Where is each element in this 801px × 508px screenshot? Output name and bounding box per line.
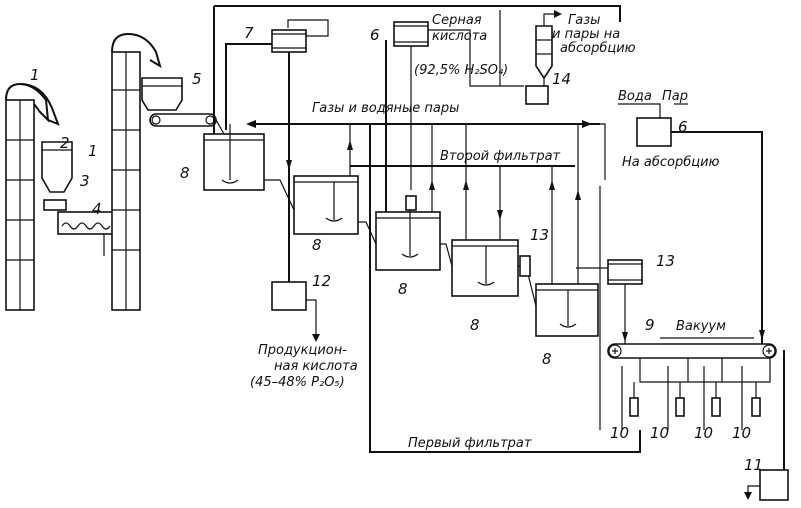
label-num-12: 12: [312, 272, 331, 290]
label-num-10c: 10: [694, 424, 713, 442]
label-num-2: 2: [60, 134, 70, 152]
reactor-8-c: [375, 124, 441, 271]
belt-filter-9: [607, 337, 777, 383]
label-num-8a: 8: [180, 164, 190, 182]
flow-arrows: [246, 120, 765, 342]
label-num-1a: 1: [30, 66, 40, 84]
hopper-5: [141, 77, 183, 111]
first-filtrate-line: [369, 124, 641, 453]
label-gases-abs-2: и пары на: [552, 27, 620, 42]
reactor-8-d: [451, 124, 519, 297]
label-water: Вода: [618, 89, 652, 104]
label-num-1b: 1: [88, 142, 98, 160]
reactor-8-a: [203, 124, 265, 191]
label-num-8e: 8: [542, 350, 552, 368]
hopper-2: [41, 141, 73, 193]
receivers-10: [621, 366, 761, 430]
feeder-3: [43, 199, 67, 211]
mixer-4: [57, 211, 115, 256]
label-product-3: (45–48% P₂O₅): [250, 375, 345, 390]
label-num-6b: 6: [678, 118, 688, 136]
label-num-9: 9: [645, 316, 655, 334]
label-num-5: 5: [192, 70, 202, 88]
label-first-filtrate: Первый фильтрат: [408, 436, 532, 451]
label-vacuum: Вакуум: [676, 319, 726, 334]
label-sulfuric-3: (92,5% H₂SO₄): [414, 63, 508, 78]
label-num-10a: 10: [610, 424, 629, 442]
label-product-1: Продукцион-: [258, 343, 347, 358]
label-sulfuric-2: кислота: [432, 29, 487, 44]
diagram-labels: 1 1 2 3 4 5 6 6 7 8 8 8 8 8 9 10 10 10 1…: [30, 13, 763, 474]
reactor-8-b: [293, 124, 359, 235]
label-num-11: 11: [744, 456, 763, 474]
bucket-elevator-right: [111, 32, 162, 311]
label-num-4: 4: [92, 200, 102, 218]
top-pipes: [213, 5, 621, 260]
label-num-8b: 8: [312, 236, 322, 254]
label-to-absorption: На абсорбцию: [622, 155, 720, 170]
bucket-elevator-left: [5, 82, 60, 311]
label-num-13b: 13: [656, 252, 675, 270]
tank-11: [744, 350, 789, 501]
scrubber-14: [525, 10, 562, 105]
label-num-8c: 8: [398, 280, 408, 298]
label-num-14: 14: [552, 70, 571, 88]
label-sulfuric-1: Серная: [432, 13, 482, 28]
tank-7: [271, 29, 307, 282]
belt-conveyor: [149, 113, 225, 135]
tank-12: [271, 281, 320, 342]
label-num-10d: 10: [732, 424, 751, 442]
label-gases-vapors: Газы и водяные пары: [312, 101, 459, 116]
tank-6-sulfuric: [393, 21, 429, 190]
separator-13-b: [576, 259, 643, 346]
label-gases-abs-1: Газы: [568, 13, 600, 28]
label-steam: Пар: [662, 89, 688, 104]
label-product-2: ная кислота: [274, 359, 358, 374]
label-num-10b: 10: [650, 424, 669, 442]
label-num-8d: 8: [470, 316, 480, 334]
separator-13-a: [519, 255, 531, 277]
label-num-13a: 13: [530, 226, 549, 244]
label-num-7: 7: [244, 24, 254, 42]
label-num-6a: 6: [370, 26, 380, 44]
label-gases-abs-3: абсорбцию: [560, 41, 636, 56]
heater-6: [618, 103, 763, 350]
label-second-filtrate: Второй фильтрат: [440, 149, 561, 164]
label-num-3: 3: [80, 172, 90, 190]
